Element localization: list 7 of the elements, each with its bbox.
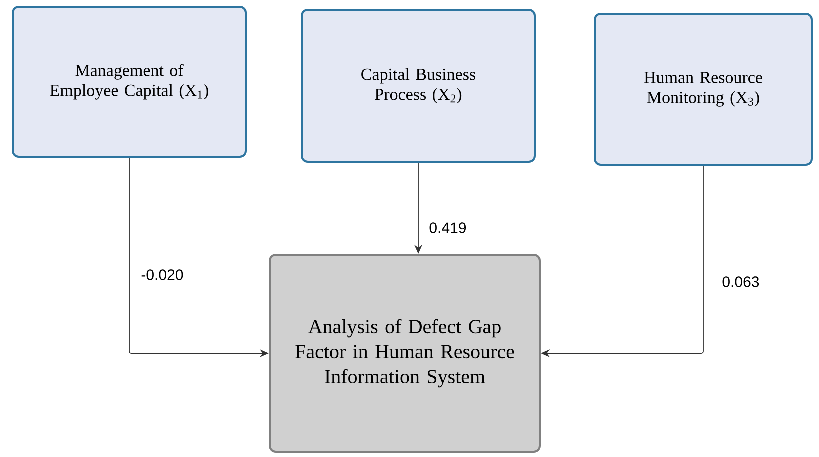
edge-label: 0.063: [722, 276, 760, 288]
input-box: Management of Employee Capital (X$_{1}$): [12, 6, 247, 158]
edge-label: -0.020: [142, 270, 184, 280]
input-box: Human Resource Monitoring (X$_{3}$): [594, 13, 813, 166]
result-box: Analysis of Defect Gap Factor in Human Resource Information System: [269, 254, 541, 453]
input-box: Capital Business Process (X$_{2}$): [301, 9, 536, 163]
edge-label: 0.419: [430, 222, 466, 234]
